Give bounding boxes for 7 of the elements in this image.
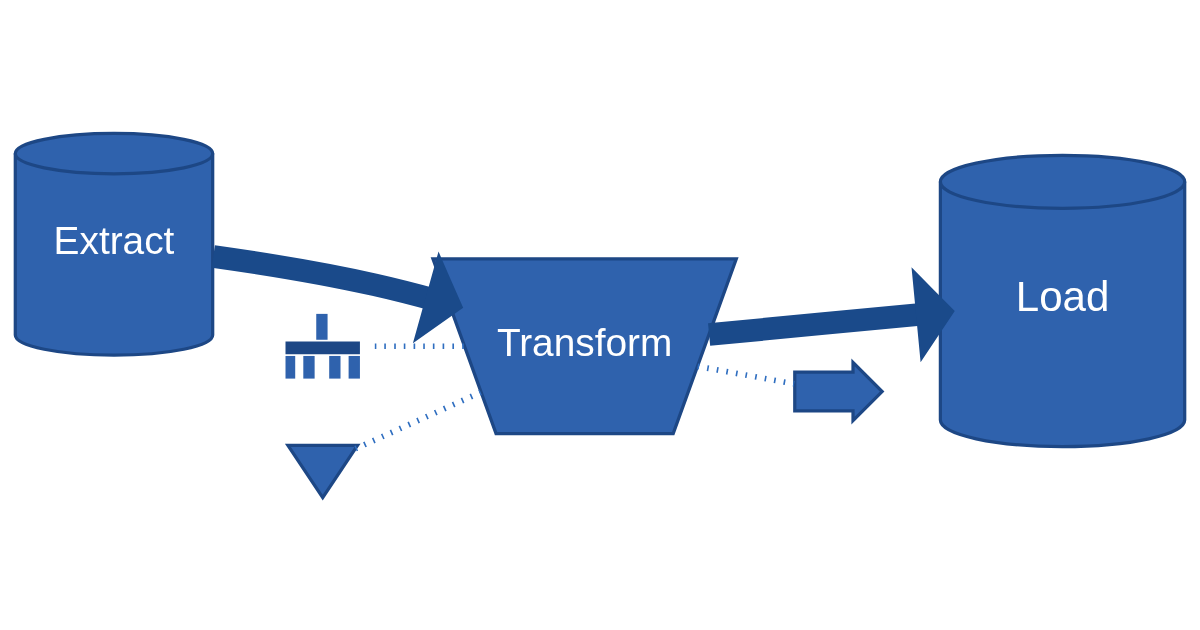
node-funnel [284, 443, 361, 500]
arrow [211, 244, 464, 343]
node-arrow [793, 358, 885, 425]
connector [697, 363, 795, 387]
arrow [708, 266, 955, 362]
connector [374, 342, 465, 349]
connector [354, 389, 482, 451]
